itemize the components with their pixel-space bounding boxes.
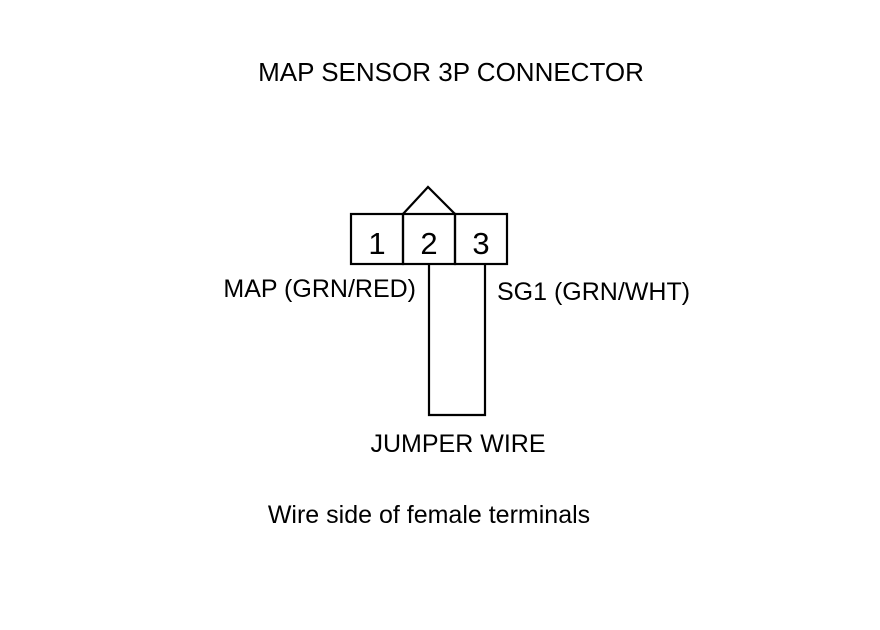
wire-label-pin-3: SG1 (GRN/WHT) [497,278,690,306]
pin-cavity-3 [453,212,509,266]
diagram-title: MAP SENSOR 3P CONNECTOR [258,57,644,87]
jumper-wire-label: JUMPER WIRE [371,430,546,458]
connector-lock-tab [402,185,456,215]
pin-number-1: 1 [368,226,385,261]
pin-number-3: 3 [472,226,489,261]
wire-label-pin-1: MAP (GRN/RED) [223,275,416,303]
jumper-wire-loop [427,264,487,417]
pin-number-2: 2 [420,226,437,261]
view-caption: Wire side of female terminals [268,501,590,529]
